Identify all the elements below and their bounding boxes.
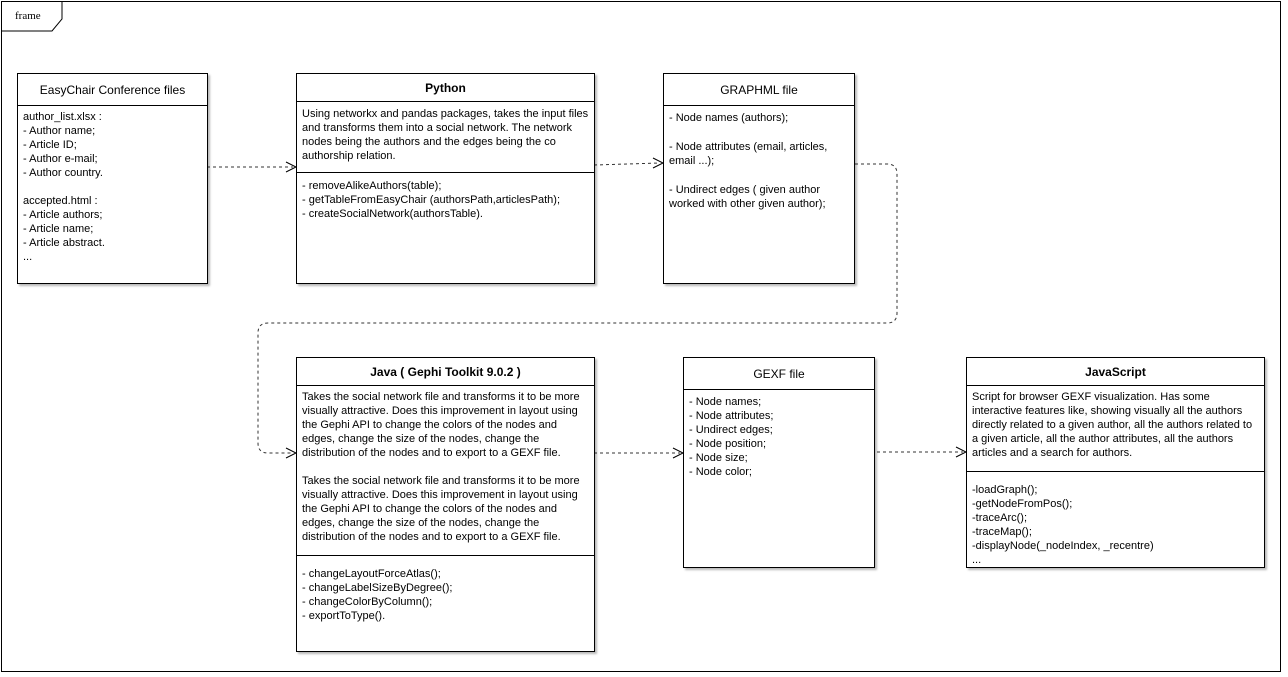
method-item: -traceArc(); xyxy=(972,512,1027,524)
box-title: EasyChair Conference files xyxy=(18,74,207,106)
python-methods: - removeAlikeAuthors(table); - getTableF… xyxy=(302,179,590,221)
list-item: - Node attributes; xyxy=(689,410,774,422)
easychair-lines: author_list.xlsx : - Author name; - Arti… xyxy=(23,110,203,264)
box-title: Java ( Gephi Toolkit 9.0.2 ) xyxy=(297,358,594,386)
method-item: -traceMap(); xyxy=(972,526,1032,538)
easychair-files-box[interactable]: EasyChair Conference files author_list.x… xyxy=(17,73,208,284)
graphml-item: - Node names (authors); xyxy=(669,112,789,124)
list-item: - Node color; xyxy=(689,466,752,478)
method-item: -loadGraph(); xyxy=(972,484,1038,496)
list-item: - Node size; xyxy=(689,452,748,464)
java-methods: - changeLayoutForceAtlas(); - changeLabe… xyxy=(302,567,590,623)
javascript-methods: -loadGraph(); -getNodeFromPos(); -traceA… xyxy=(972,483,1260,567)
divider xyxy=(967,471,1264,472)
list-item: - Node position; xyxy=(689,438,767,450)
list-item: - Undirect edges; xyxy=(689,424,773,436)
method-item: - changeColorByColumn(); xyxy=(302,596,433,608)
list-item: - Article authors; xyxy=(23,209,103,221)
box-title: Python xyxy=(297,74,594,102)
method-item: -displayNode(_nodeIndex, _recentre) xyxy=(972,540,1154,552)
java-gephi-box[interactable]: Java ( Gephi Toolkit 9.0.2 ) Takes the s… xyxy=(296,357,595,652)
list-item: ... xyxy=(23,251,33,263)
list-item: accepted.html : xyxy=(23,195,98,207)
divider xyxy=(297,172,594,173)
graphml-item: - Node attributes (email, articles, emai… xyxy=(669,141,828,167)
list-item: - Node names; xyxy=(689,396,762,408)
list-item xyxy=(23,180,203,194)
graphml-file-box[interactable]: GRAPHML file - Node names (authors); - N… xyxy=(663,73,855,284)
box-title: GEXF file xyxy=(684,358,874,390)
method-item: - changeLayoutForceAtlas(); xyxy=(302,568,441,580)
method-item: -getNodeFromPos(); xyxy=(972,498,1073,510)
method-item: - getTableFromEasyChair (authorsPath,art… xyxy=(302,194,560,206)
box-title: JavaScript xyxy=(967,358,1264,386)
java-description: Takes the social network file and transf… xyxy=(302,391,580,459)
python-description: Using networkx and pandas packages, take… xyxy=(302,108,589,162)
gexf-lines: - Node names; - Node attributes; - Undir… xyxy=(689,395,870,479)
list-item: - Author country. xyxy=(23,167,103,179)
box-title: GRAPHML file xyxy=(664,74,854,106)
method-item: - changeLabelSizeByDegree(); xyxy=(302,582,453,594)
javascript-description: Script for browser GEXF visualization. H… xyxy=(972,391,1253,459)
list-item: author_list.xlsx : xyxy=(23,111,102,123)
list-item: - Article abstract. xyxy=(23,237,105,249)
method-item: ... xyxy=(972,554,982,566)
method-item: - removeAlikeAuthors(table); xyxy=(302,180,442,192)
frame-label-tab xyxy=(1,1,63,32)
method-item: - exportToType(). xyxy=(302,610,386,622)
frame-label: frame xyxy=(15,10,41,22)
list-item: - Article name; xyxy=(23,223,94,235)
method-item: - createSocialNetwork(authorsTable). xyxy=(302,208,483,220)
list-item: - Author name; xyxy=(23,125,96,137)
graphml-item: - Undirect edges ( given author worked w… xyxy=(669,184,826,210)
list-item: - Article ID; xyxy=(23,139,77,151)
gexf-file-box[interactable]: GEXF file - Node names; - Node attribute… xyxy=(683,357,875,568)
divider xyxy=(297,555,594,556)
python-box[interactable]: Python Using networkx and pandas package… xyxy=(296,73,595,284)
java-description: Takes the social network file and transf… xyxy=(302,475,580,543)
edge-python-to-graphml xyxy=(593,162,661,166)
javascript-box[interactable]: JavaScript Script for browser GEXF visua… xyxy=(966,357,1265,568)
edge-graphml-to-java xyxy=(257,163,898,454)
list-item: - Author e-mail; xyxy=(23,153,98,165)
